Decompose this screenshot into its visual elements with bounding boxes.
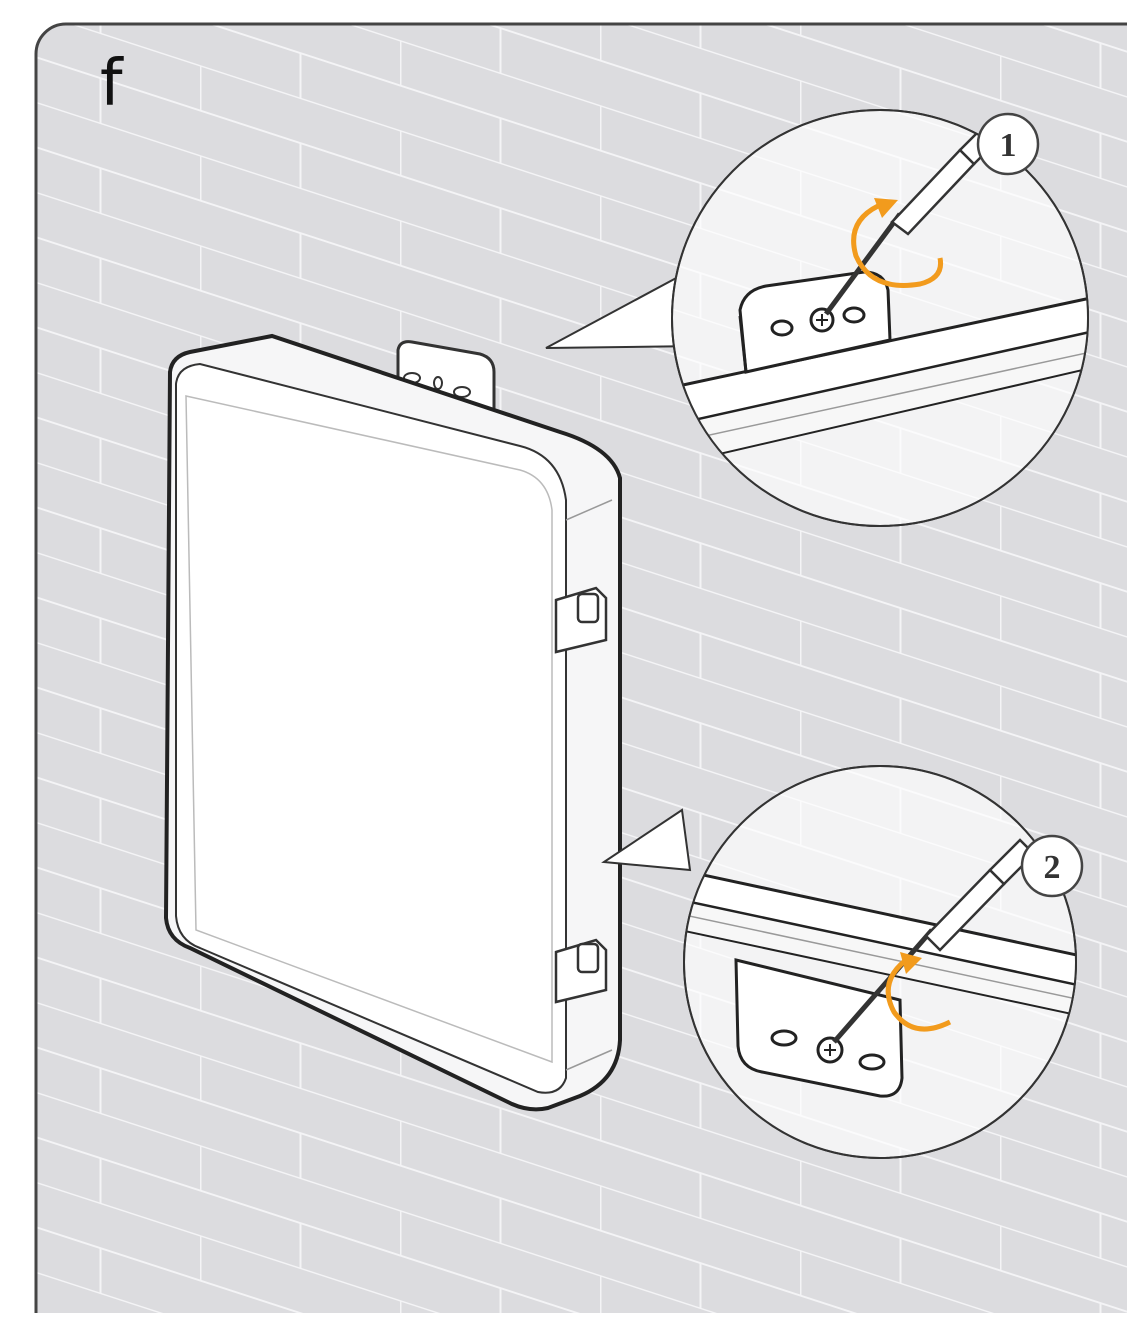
screw-icon xyxy=(816,1036,844,1064)
panel-label: f xyxy=(100,47,123,121)
screwdriver-icon xyxy=(832,838,1036,1044)
rotate-arrow-icon xyxy=(851,198,944,288)
latch-top xyxy=(554,586,608,654)
latch-bottom xyxy=(554,938,608,1004)
step-number: 2 xyxy=(1044,849,1061,886)
step-badge-2: 2 xyxy=(1020,834,1084,898)
rotate-arrow-icon xyxy=(885,952,952,1032)
callout-top: 1 xyxy=(545,109,1089,527)
callout-bottom: 2 xyxy=(601,765,1084,1159)
panel-frame xyxy=(34,22,1127,1318)
enclosure-box xyxy=(163,333,622,1112)
step-number: 1 xyxy=(1000,127,1017,164)
step-badge-1: 1 xyxy=(976,112,1040,176)
